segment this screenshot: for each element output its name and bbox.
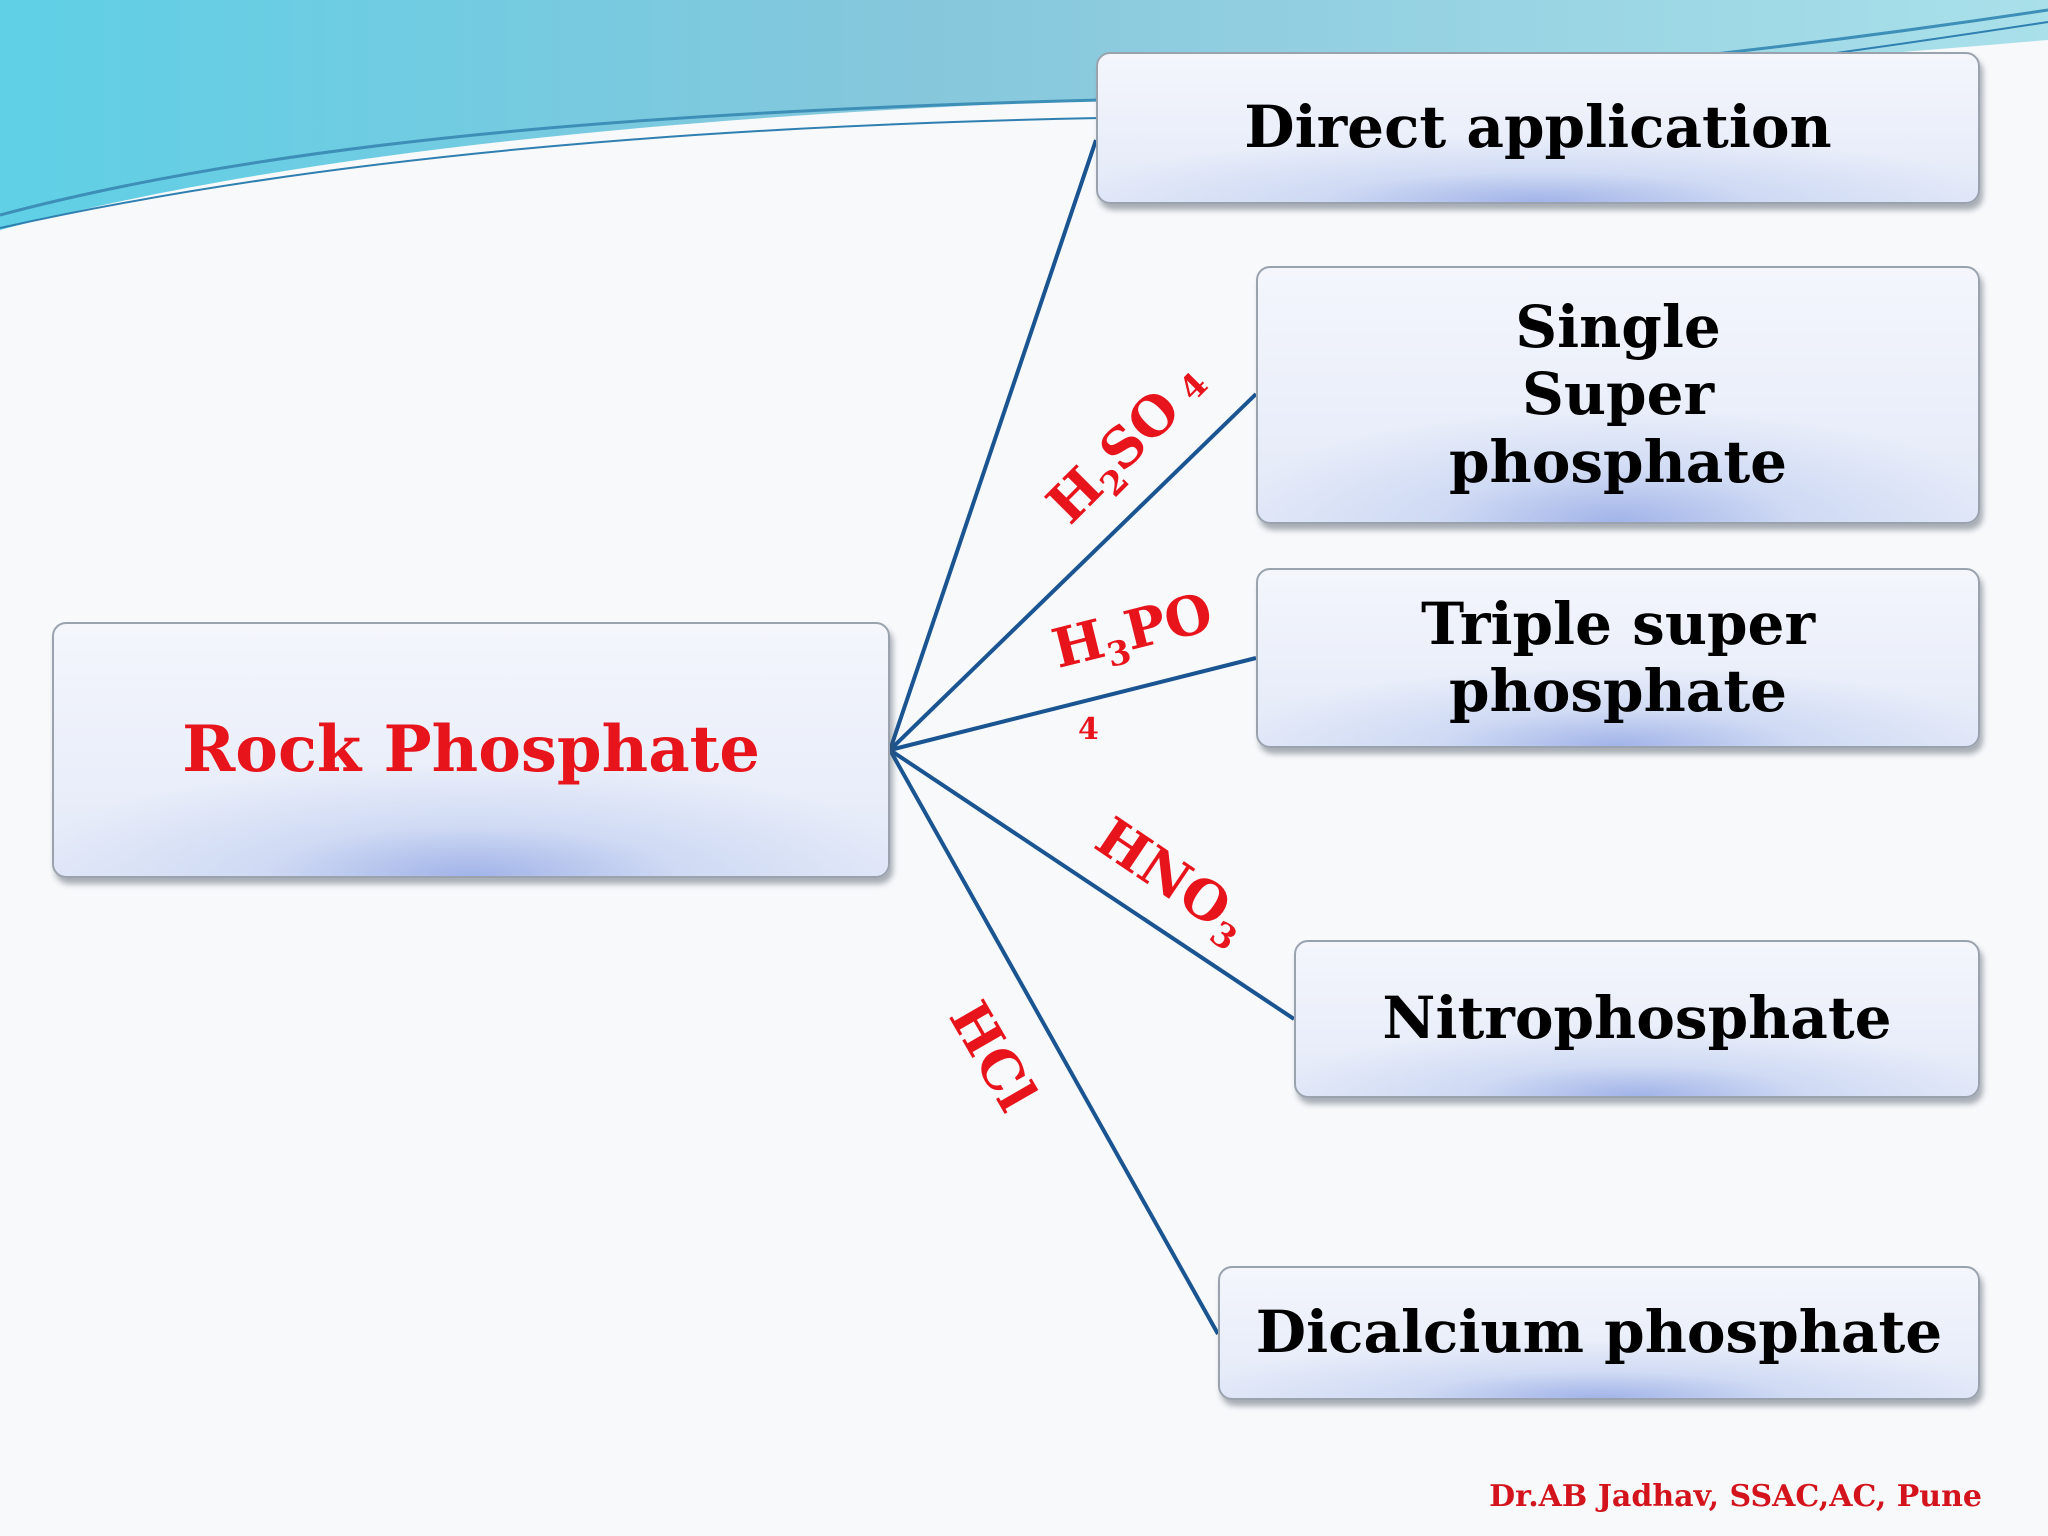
connector-nitro — [888, 748, 1296, 1021]
direct-application-box: Direct application — [1096, 52, 1980, 204]
direct-application-label: Direct application — [1244, 93, 1832, 162]
rock-phosphate-box: Rock Phosphate — [52, 622, 890, 878]
connector-direct — [888, 139, 1098, 751]
triple-super-phosphate-box: Triple super phosphate — [1256, 568, 1980, 748]
author-credit: Dr.AB Jadhav, SSAC,AC, Pune — [1489, 1479, 1982, 1514]
dicalcium-phosphate-label: Dicalcium phosphate — [1255, 1298, 1943, 1367]
reagent-h3po4-trailing-sub: 4 — [1078, 712, 1099, 747]
connector-dcp — [888, 749, 1220, 1335]
nitrophosphate-label: Nitrophosphate — [1382, 984, 1892, 1053]
connector-ssp — [888, 392, 1258, 752]
connector-tsp — [889, 656, 1257, 752]
single-super-phosphate-label: Single Super phosphate — [1448, 293, 1788, 496]
single-super-phosphate-box: Single Super phosphate — [1256, 266, 1980, 524]
rock-phosphate-label: Rock Phosphate — [182, 711, 760, 787]
nitrophosphate-box: Nitrophosphate — [1294, 940, 1980, 1098]
triple-super-phosphate-label: Triple super phosphate — [1420, 589, 1816, 725]
dicalcium-phosphate-box: Dicalcium phosphate — [1218, 1266, 1980, 1400]
